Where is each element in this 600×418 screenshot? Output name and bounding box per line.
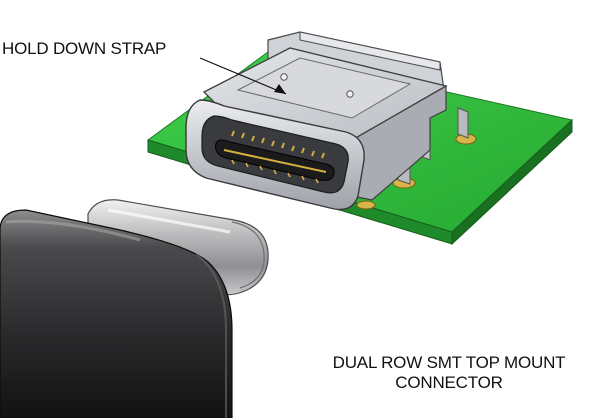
callout-leader-line xyxy=(199,57,287,95)
hold-down-strap-label: HOLD DOWN STRAP xyxy=(2,39,167,58)
connector-caption: DUAL ROW SMT TOP MOUNT CONNECTOR xyxy=(318,353,580,393)
caption-line-1: DUAL ROW SMT TOP MOUNT xyxy=(332,353,566,372)
usb-c-receptacle xyxy=(185,31,469,211)
contacts-gold xyxy=(231,130,325,159)
usb-c-plug xyxy=(0,199,269,418)
caption-line-2: CONNECTOR xyxy=(395,373,503,392)
